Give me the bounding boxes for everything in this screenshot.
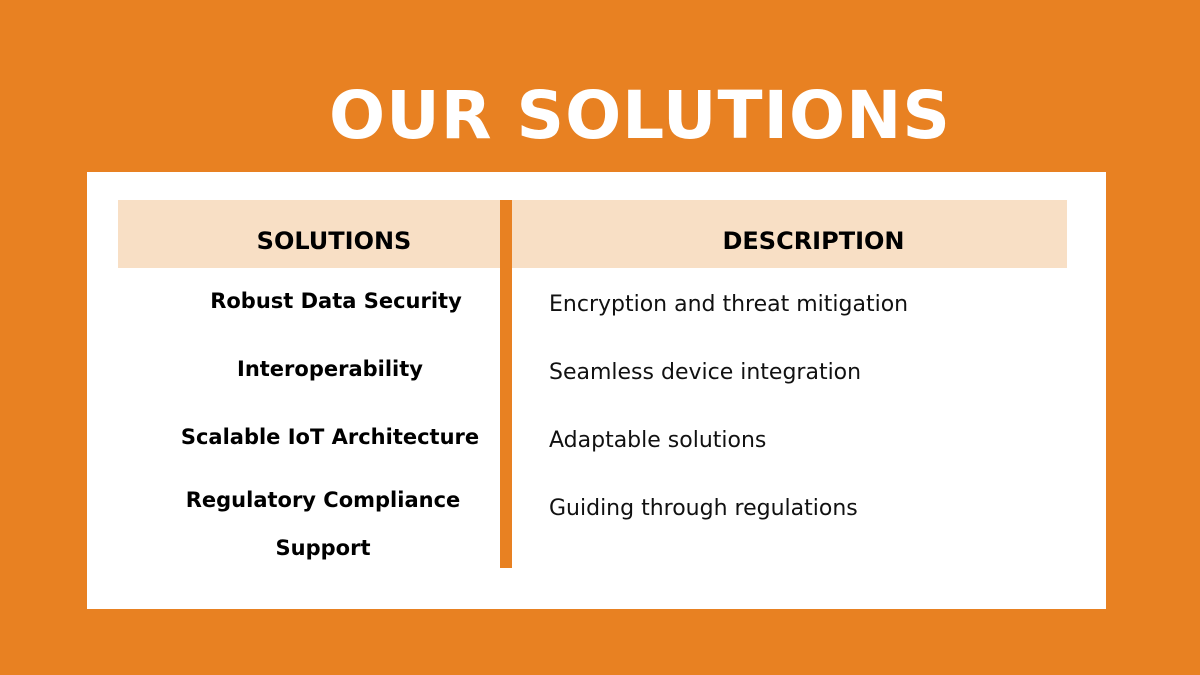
description-cell: Adaptable solutions xyxy=(549,428,767,453)
header-description: DESCRIPTION xyxy=(722,227,905,255)
description-cell: Seamless device integration xyxy=(549,360,862,385)
table-header-band xyxy=(118,200,1067,268)
header-solutions: SOLUTIONS xyxy=(256,227,412,255)
column-divider xyxy=(500,200,512,568)
solution-cell: Regulatory Compliance Support xyxy=(185,488,461,560)
description-cell: Guiding through regulations xyxy=(549,496,858,521)
description-cell: Encryption and threat mitigation xyxy=(549,292,909,317)
slide-title: OUR SOLUTIONS xyxy=(329,77,951,154)
solution-cell: Scalable IoT Architecture xyxy=(180,425,480,449)
solution-cell: Robust Data Security xyxy=(210,289,462,313)
solution-cell: Interoperability xyxy=(237,357,423,381)
